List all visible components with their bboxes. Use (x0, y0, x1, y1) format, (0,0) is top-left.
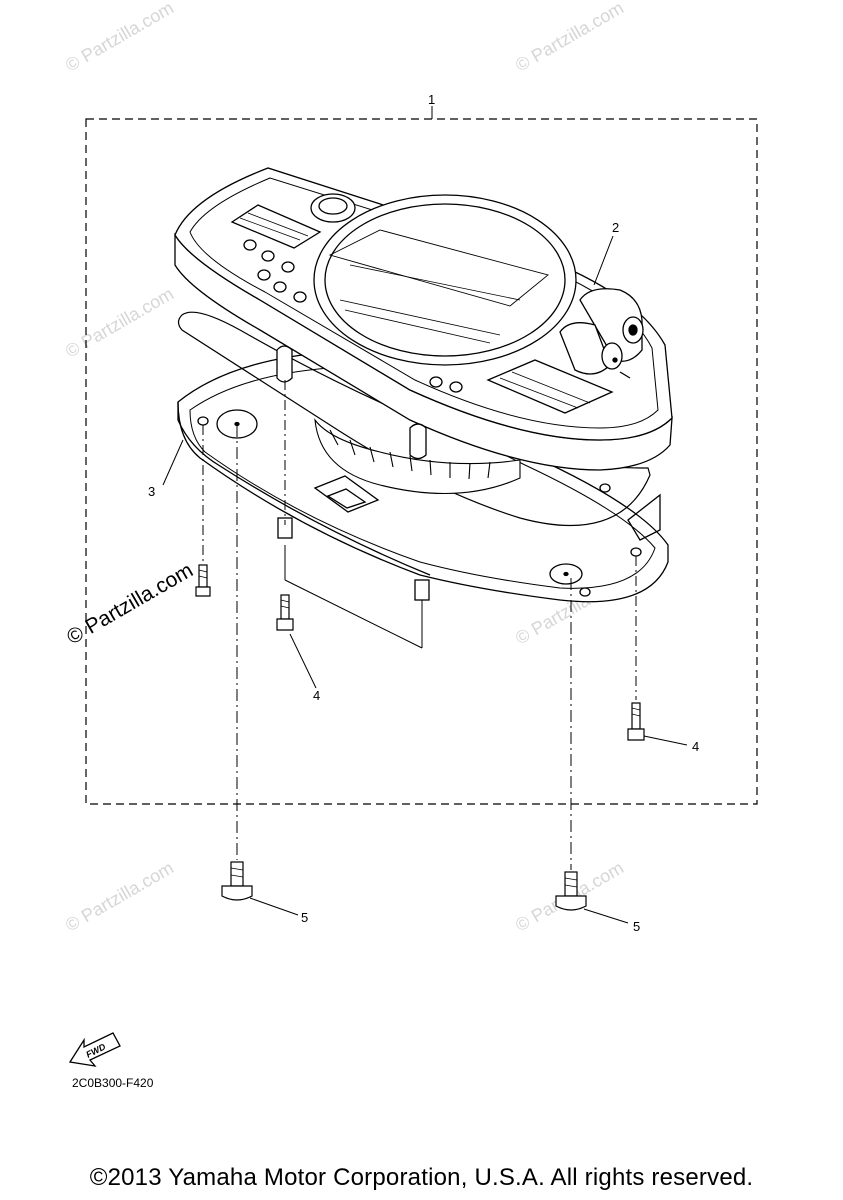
bolt-5 (555, 871, 587, 911)
copyright-notice: ©2013 Yamaha Motor Corporation, U.S.A. A… (89, 1164, 754, 1191)
callout-5: 5 (301, 910, 308, 925)
dial-disc (314, 418, 521, 494)
screw-guides (202, 380, 637, 870)
meter-upper-case (174, 167, 673, 471)
assembly-outline (85, 118, 758, 805)
callout-5: 5 (633, 919, 640, 934)
forward-arrow-icon: FWD (68, 1032, 121, 1067)
leader-lines (162, 235, 688, 924)
callout-3: 3 (148, 484, 155, 499)
callout-1: 1 (428, 92, 435, 107)
watermark: © Partzilla.com (62, 0, 177, 75)
screw-4 (627, 702, 645, 741)
bolt-5 (221, 861, 253, 901)
watermark: © Partzilla.com (512, 0, 627, 75)
callout-4: 4 (313, 688, 320, 703)
screw-4 (195, 564, 211, 597)
watermark: © Partzilla.com (62, 283, 177, 361)
watermark-dark: © Partzilla.com (63, 559, 197, 650)
callout-4: 4 (692, 739, 699, 754)
callout-2: 2 (612, 220, 619, 235)
diagram-code: 2C0B300-F420 (72, 1076, 154, 1090)
screw-4 (276, 594, 294, 631)
watermark: © Partzilla.com (62, 857, 177, 935)
